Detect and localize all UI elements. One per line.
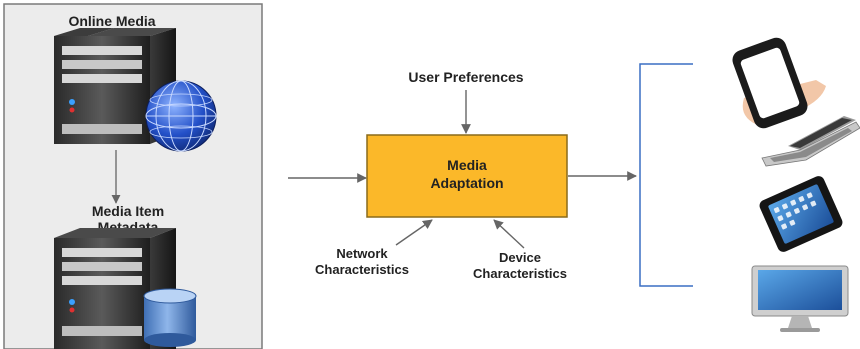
desktop-monitor-icon xyxy=(751,265,849,332)
device-label-line1: Device xyxy=(499,250,541,265)
metadata-server-icon xyxy=(54,228,176,349)
tablet-icon xyxy=(759,176,843,252)
network-label-line2: Characteristics xyxy=(315,262,409,277)
user-preferences-label: User Preferences xyxy=(408,69,523,85)
media-adaptation-box: Media Adaptation xyxy=(366,134,568,218)
media-adaptation-line1: Media xyxy=(447,157,487,173)
device-label-line2: Characteristics xyxy=(473,266,567,281)
database-icon xyxy=(143,288,197,347)
network-arrow xyxy=(395,219,433,246)
smartphone-icon xyxy=(732,37,826,129)
globe-icon xyxy=(145,80,217,152)
laptop-icon xyxy=(761,116,860,167)
online-media-label: Online Media xyxy=(68,13,155,29)
metadata-label-line1: Media Item xyxy=(92,203,164,219)
media-adaptation-line2: Adaptation xyxy=(430,175,503,191)
device-arrow xyxy=(493,219,525,249)
network-label-line1: Network xyxy=(336,246,388,261)
device-bracket xyxy=(639,63,693,287)
left-panel: Online Media Media Item Metadata xyxy=(3,3,263,349)
